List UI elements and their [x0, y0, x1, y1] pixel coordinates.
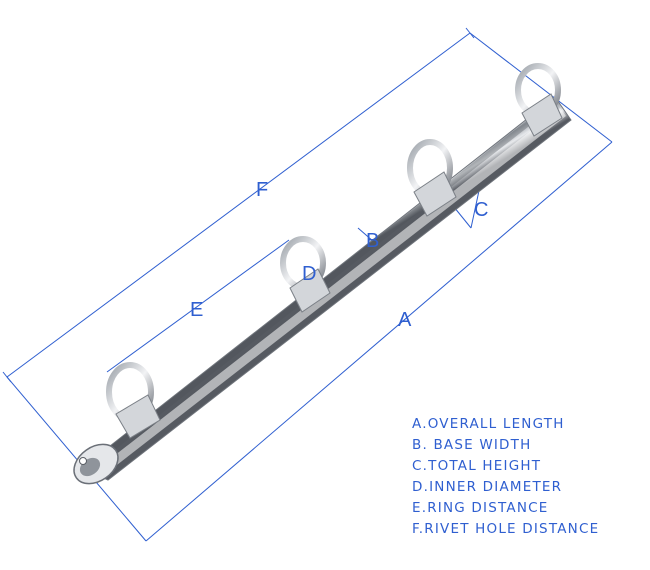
dimension-label-f: F	[256, 179, 268, 201]
dimension-line-c	[453, 206, 472, 229]
ring-4	[515, 63, 563, 137]
dimension-label-e: E	[190, 299, 203, 321]
dimension-line-a	[6, 376, 147, 542]
rivet-hole	[79, 457, 87, 465]
bar-end-cap	[73, 443, 119, 485]
legend-item-b: B. BASE WIDTH	[412, 437, 532, 453]
dimension-line-e	[106, 239, 290, 373]
dimension-label-d: D	[302, 263, 316, 285]
ring-3	[407, 139, 457, 217]
legend-item-a: A.OVERALL LENGTH	[412, 416, 565, 432]
legend-item-f: F.RIVET HOLE DISTANCE	[412, 521, 600, 537]
ring-1	[106, 362, 161, 439]
dimension-legend: A.OVERALL LENGTH B. BASE WIDTH C.TOTAL H…	[412, 414, 599, 540]
legend-item-e: E.RING DISTANCE	[412, 500, 549, 516]
dimension-line-f	[6, 32, 471, 378]
dimension-label-b: B	[366, 230, 379, 252]
dimension-label-a: A	[398, 309, 412, 331]
dimension-label-c: C	[474, 199, 488, 221]
ring-2	[280, 236, 331, 313]
legend-item-c: C.TOTAL HEIGHT	[412, 458, 542, 474]
legend-item-d: D.INNER DIAMETER	[412, 479, 563, 495]
dimension-line-a-base	[145, 141, 613, 542]
